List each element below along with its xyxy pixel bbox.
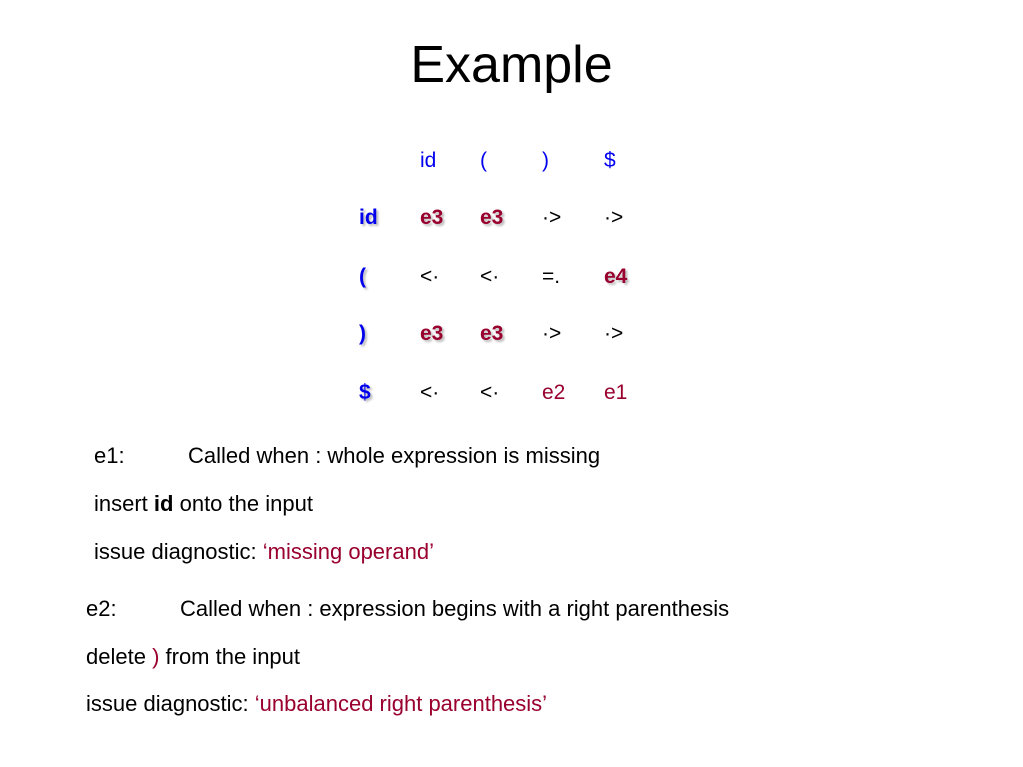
e1-diagnostic-line: issue diagnostic: ‘missing operand’ xyxy=(94,538,434,566)
e2-description: Called when : expression begins with a r… xyxy=(180,596,730,621)
table-cell: e3 xyxy=(420,206,444,229)
col-header-rparen: ) xyxy=(542,149,549,172)
slide-title: Example xyxy=(410,36,613,94)
table-cell: e3 xyxy=(480,322,504,345)
table-cell: ·> xyxy=(542,206,562,229)
e2-action-prefix: delete xyxy=(86,644,153,669)
row-header-dollar: $ xyxy=(359,381,371,404)
table-cell: <· xyxy=(480,265,500,288)
e1-diag-message: ‘missing operand’ xyxy=(262,539,434,564)
table-cell: ·> xyxy=(604,206,624,229)
table-cell: e4 xyxy=(604,265,628,288)
e2-label: e2: xyxy=(86,596,117,621)
col-header-id: id xyxy=(420,149,437,172)
col-header-dollar: $ xyxy=(604,149,616,172)
table-cell: e2 xyxy=(542,381,566,404)
e2-action-suffix: from the input xyxy=(159,644,301,669)
table-cell: ·> xyxy=(542,322,562,345)
e1-action-line: insert id onto the input xyxy=(94,490,313,518)
e2-action-token: ) xyxy=(152,644,160,669)
e1-action-prefix: insert xyxy=(94,491,154,516)
e1-label: e1: xyxy=(94,443,125,468)
table-cell: <· xyxy=(420,265,440,288)
table-cell: =. xyxy=(542,265,561,288)
e1-action-suffix: onto the input xyxy=(173,491,313,516)
e1-description: Called when : whole expression is missin… xyxy=(188,443,601,468)
e1-description-line: e1: Called when : whole expression is mis… xyxy=(94,442,600,470)
e1-action-token: id xyxy=(153,491,174,516)
table-cell: ·> xyxy=(604,322,624,345)
e2-description-line: e2: Called when : expression begins with … xyxy=(86,595,729,623)
table-cell: <· xyxy=(420,381,440,404)
e2-action-line: delete ) from the input xyxy=(86,643,300,671)
table-cell: e3 xyxy=(480,206,504,229)
col-header-lparen: ( xyxy=(480,149,487,172)
table-cell: e3 xyxy=(420,322,444,345)
e1-diag-prefix: issue diagnostic: xyxy=(94,539,263,564)
e2-diag-message: ‘unbalanced right parenthesis’ xyxy=(254,691,548,716)
e2-diag-prefix: issue diagnostic: xyxy=(86,691,255,716)
row-header-id: id xyxy=(359,206,378,229)
table-cell: e1 xyxy=(604,381,628,404)
e2-diagnostic-line: issue diagnostic: ‘unbalanced right pare… xyxy=(86,690,547,718)
table-cell: <· xyxy=(480,381,500,404)
row-header-lparen: ( xyxy=(359,265,366,288)
row-header-rparen: ) xyxy=(359,322,366,345)
